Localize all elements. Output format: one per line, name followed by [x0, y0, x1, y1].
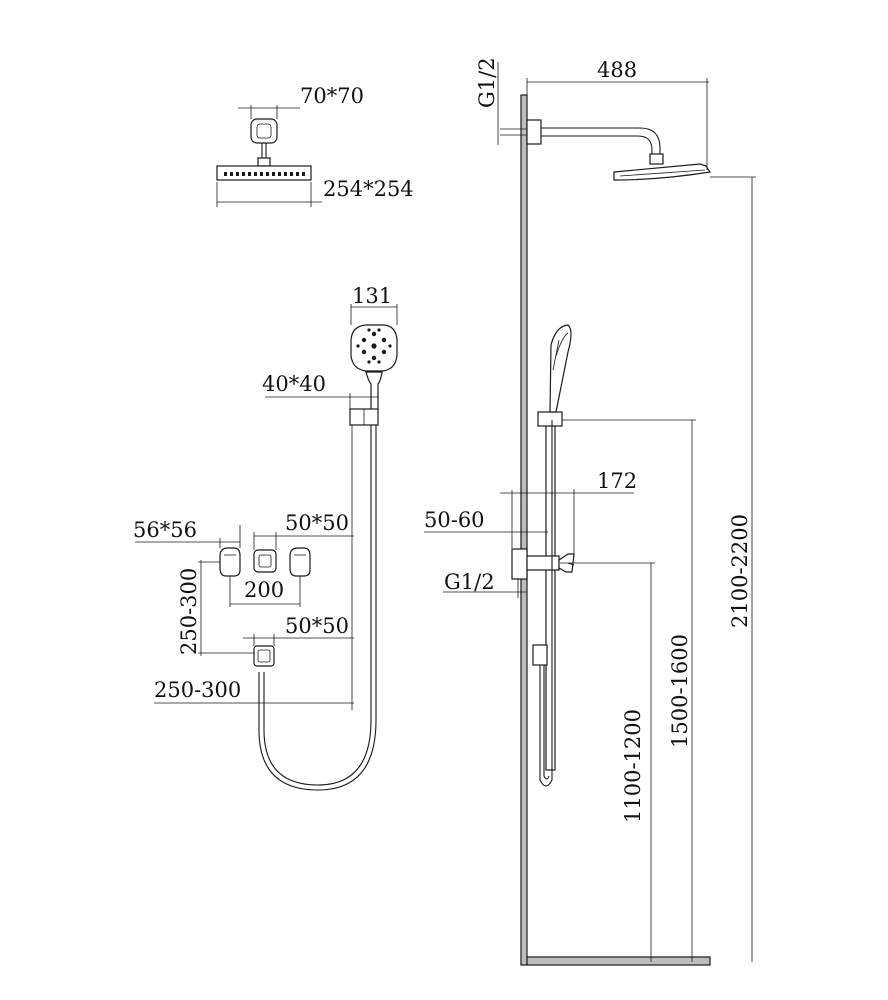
diverter: [253, 549, 277, 573]
hand-shower-side: [549, 324, 572, 413]
dim-hose-gap: 250-300: [154, 678, 241, 702]
arm-flange: [250, 118, 278, 144]
mixer-flange: [511, 548, 528, 580]
dim-valve-height: 1100-1200: [621, 709, 645, 823]
arm-flange-side: [526, 119, 542, 145]
side-elevation-view: G1/2 488 50-60 172: [424, 57, 756, 966]
dim-arm-length: 488: [597, 58, 637, 82]
dim-diverter-size: 50*50: [285, 511, 349, 535]
head-shower-plate: [216, 165, 312, 181]
slider: [537, 411, 563, 427]
dim-wall-spacing: 50-60: [424, 508, 485, 532]
hand-shower-assembly: 131 40*40 250-300: [154, 284, 398, 791]
dim-handshower-width: 131: [352, 284, 392, 308]
dim-spout-length: 172: [597, 469, 637, 493]
head-shower-plan-view: 70*70 254*254: [216, 84, 414, 207]
hand-shower-nozzles: [356, 328, 392, 364]
dim-handle-size: 56*56: [133, 518, 197, 542]
outlet-side: [532, 644, 548, 666]
mixer-body: [526, 555, 560, 571]
dim-headshower-height: 2100-2200: [728, 514, 752, 628]
dim-outlet-size: 50*50: [285, 614, 349, 638]
dim-handle-spacing: 200: [244, 578, 284, 602]
dim-slide-bar-height: 1500-1600: [668, 634, 692, 748]
outlet-elbow: [253, 645, 275, 667]
dim-side-inlet-thread: G1/2: [444, 570, 495, 594]
dim-valve-gap: 250-300: [177, 568, 201, 655]
left-handle: [219, 547, 241, 577]
head-shower-side: [613, 163, 712, 181]
dim-headshower-size: 254*254: [323, 177, 414, 201]
head-shower-nozzles: [224, 172, 305, 176]
wall: [520, 94, 528, 966]
right-handle: [289, 547, 311, 577]
floor: [526, 956, 711, 966]
dim-arm-size: 70*70: [300, 84, 364, 108]
hand-shower-handle: [365, 371, 383, 411]
hose-side: [539, 420, 553, 787]
slide-bar: [545, 424, 556, 771]
dim-top-inlet-thread: G1/2: [475, 57, 499, 108]
dim-holder-size: 40*40: [262, 372, 326, 396]
valve-plan-view: 56*56 50*50 200 250-300 50*50: [133, 511, 354, 667]
hose: [263, 425, 372, 786]
shower-arm: [541, 127, 661, 156]
